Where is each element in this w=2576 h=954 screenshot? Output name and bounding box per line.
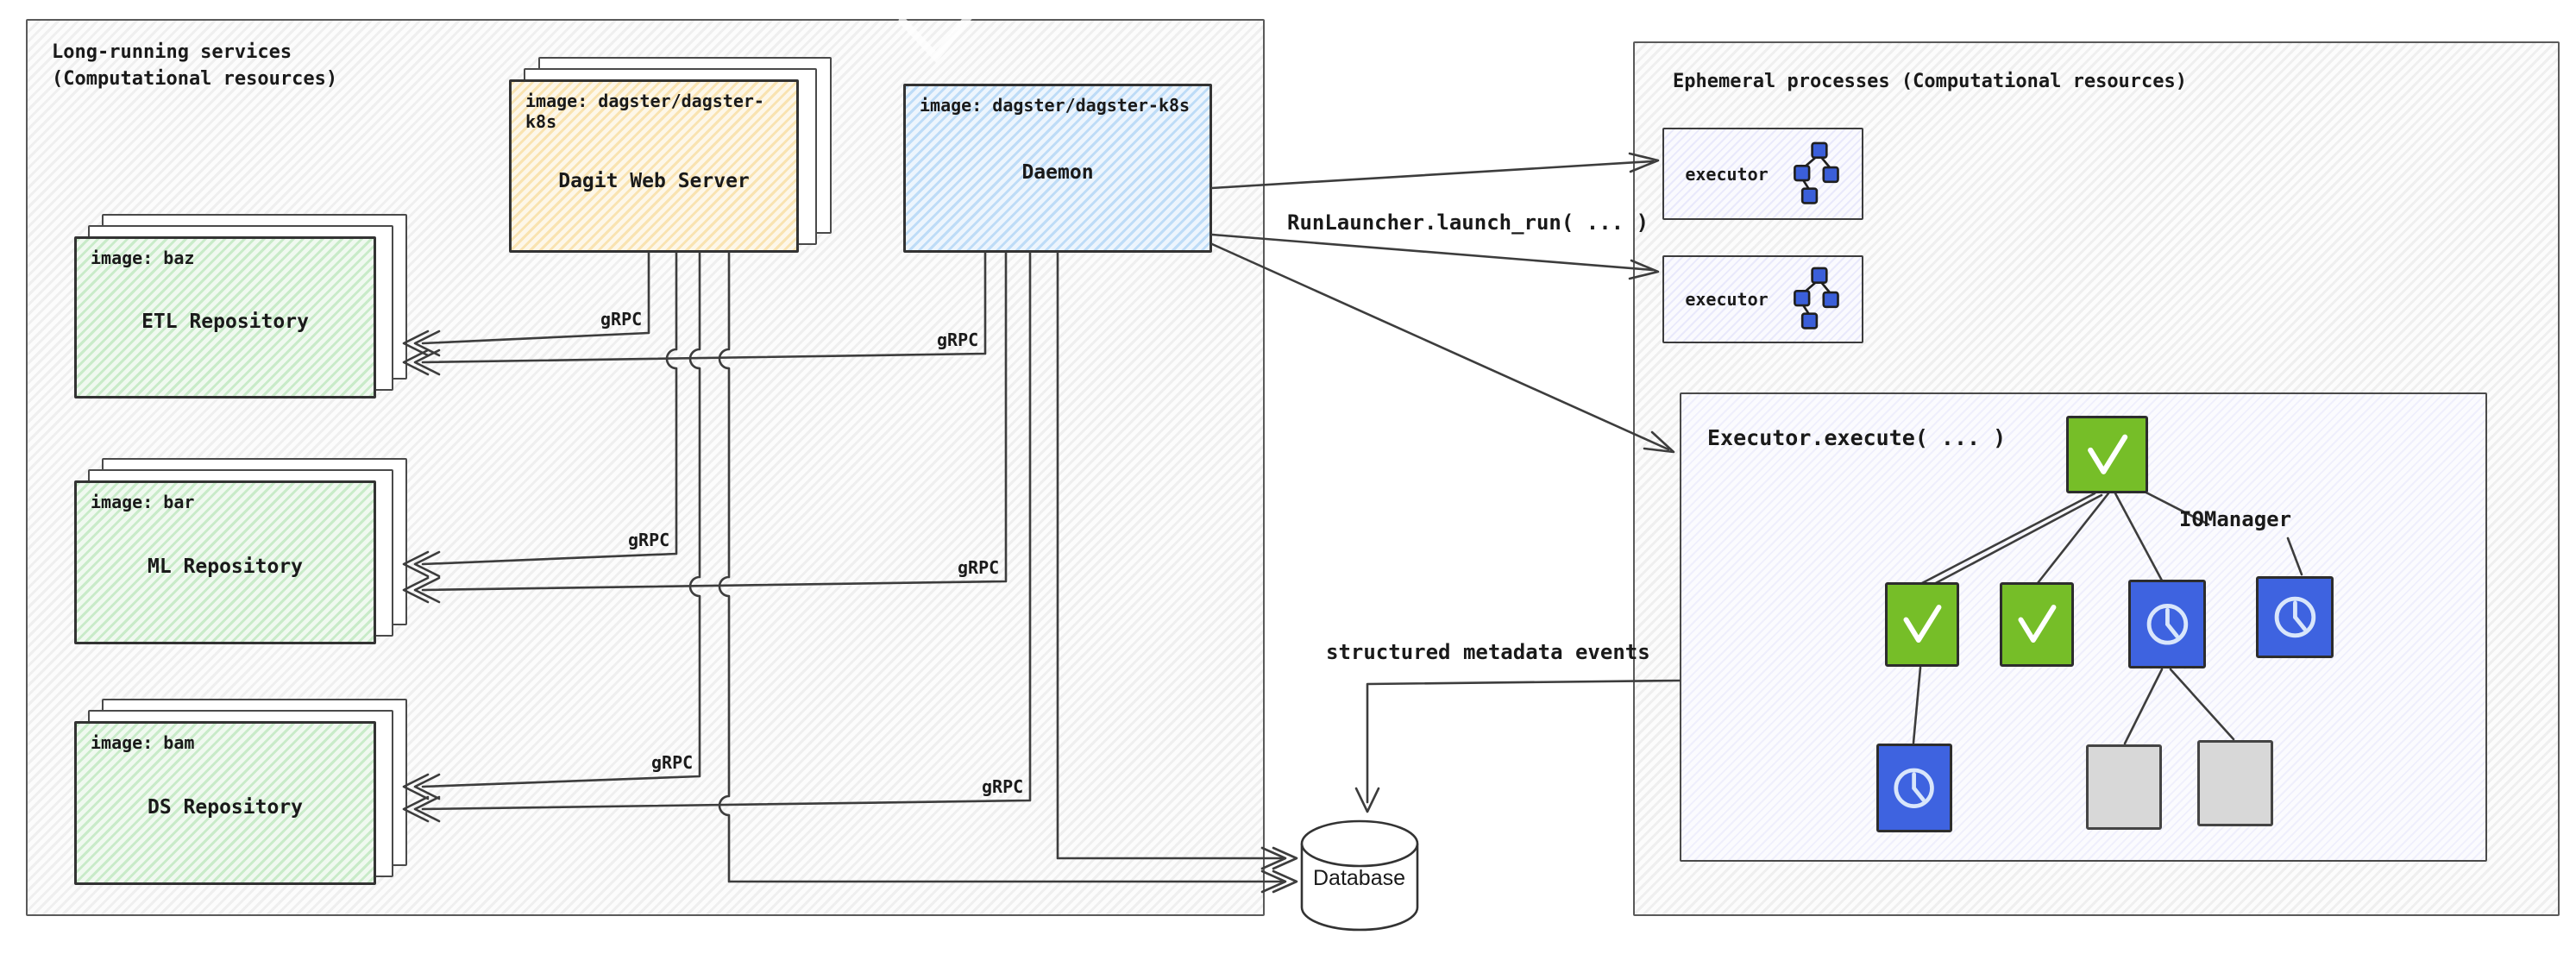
ds-repo-image-label: image: bam — [91, 732, 195, 753]
dagit-name: Dagit Web Server — [558, 169, 750, 192]
etl-repository-box: image: baz ETL Repository — [74, 236, 376, 399]
arrowhead — [1260, 869, 1287, 894]
executor-label: executor — [1685, 289, 1769, 310]
executor-execute-title: Executor.execute( ... ) — [1707, 425, 2007, 450]
etl-repo-image-label: image: baz — [91, 248, 195, 268]
arrowhead — [1272, 846, 1298, 870]
grpc-label: gRPC — [982, 776, 1024, 797]
executor-label: executor — [1685, 163, 1769, 185]
ephemeral-processes-title: Ephemeral processes (Computational resou… — [1673, 71, 2188, 92]
ml-repository-box: image: bar ML Repository — [74, 480, 376, 644]
line-daemon-executor-2 — [1210, 233, 1655, 272]
line-daemon-executor-1 — [1210, 160, 1655, 190]
dag-node-running-1 — [2128, 580, 2206, 668]
ds-repo-name: DS Repository — [147, 796, 303, 819]
dag-node-pending-2 — [2197, 740, 2273, 826]
clock-icon — [2146, 603, 2188, 645]
executor-box-2: executor — [1662, 255, 1863, 343]
line-daemon-executor-container — [1210, 242, 1670, 451]
mini-dag-icon — [1793, 267, 1839, 330]
iomanager-label: IOManager — [2179, 507, 2292, 531]
check-icon — [2088, 434, 2128, 474]
dagit-image-label: image: dagster/dagster-k8s — [525, 91, 764, 132]
dag-node-running-2 — [2256, 576, 2334, 658]
clock-icon — [2274, 596, 2315, 638]
ds-repository-box: image: bam DS Repository — [74, 721, 376, 885]
ml-repo-image-label: image: bar — [91, 492, 195, 512]
dag-node-success-2 — [2000, 582, 2074, 667]
grpc-label: gRPC — [958, 557, 1000, 578]
dag-node-success-1 — [1885, 582, 1959, 667]
check-icon — [2018, 605, 2057, 643]
dag-node-running-3 — [1876, 744, 1952, 832]
run-launcher-label: RunLauncher.launch_run( ... ) — [1287, 210, 1649, 235]
grpc-label: gRPC — [937, 330, 979, 350]
daemon-name: Daemon — [1021, 161, 1094, 184]
daemon-box: image: dagster/dagster-k8s Daemon — [903, 84, 1212, 253]
database-label: Database — [1313, 866, 1406, 890]
arrowhead — [1260, 846, 1287, 870]
dagit-web-server-box: image: dagster/dagster-k8s Dagit Web Ser… — [509, 79, 799, 253]
long-running-services-title: Long-running services (Computational res… — [52, 41, 338, 90]
daemon-image-label: image: dagster/dagster-k8s — [920, 95, 1191, 116]
mini-dag-icon — [1793, 141, 1839, 204]
grpc-label: gRPC — [600, 309, 643, 330]
grpc-label: gRPC — [651, 752, 694, 773]
ml-repo-name: ML Repository — [147, 555, 303, 578]
dag-node-success-top — [2066, 416, 2148, 493]
check-icon — [1903, 605, 1942, 643]
grpc-label: gRPC — [628, 530, 670, 550]
metadata-events-label: structured metadata events — [1326, 640, 1650, 664]
executor-box-1: executor — [1662, 128, 1863, 220]
clock-icon — [1894, 768, 1935, 808]
arrowhead — [1272, 869, 1298, 894]
arrowhead — [1354, 787, 1380, 813]
etl-repo-name: ETL Repository — [141, 311, 309, 333]
dag-node-pending-1 — [2086, 744, 2162, 830]
